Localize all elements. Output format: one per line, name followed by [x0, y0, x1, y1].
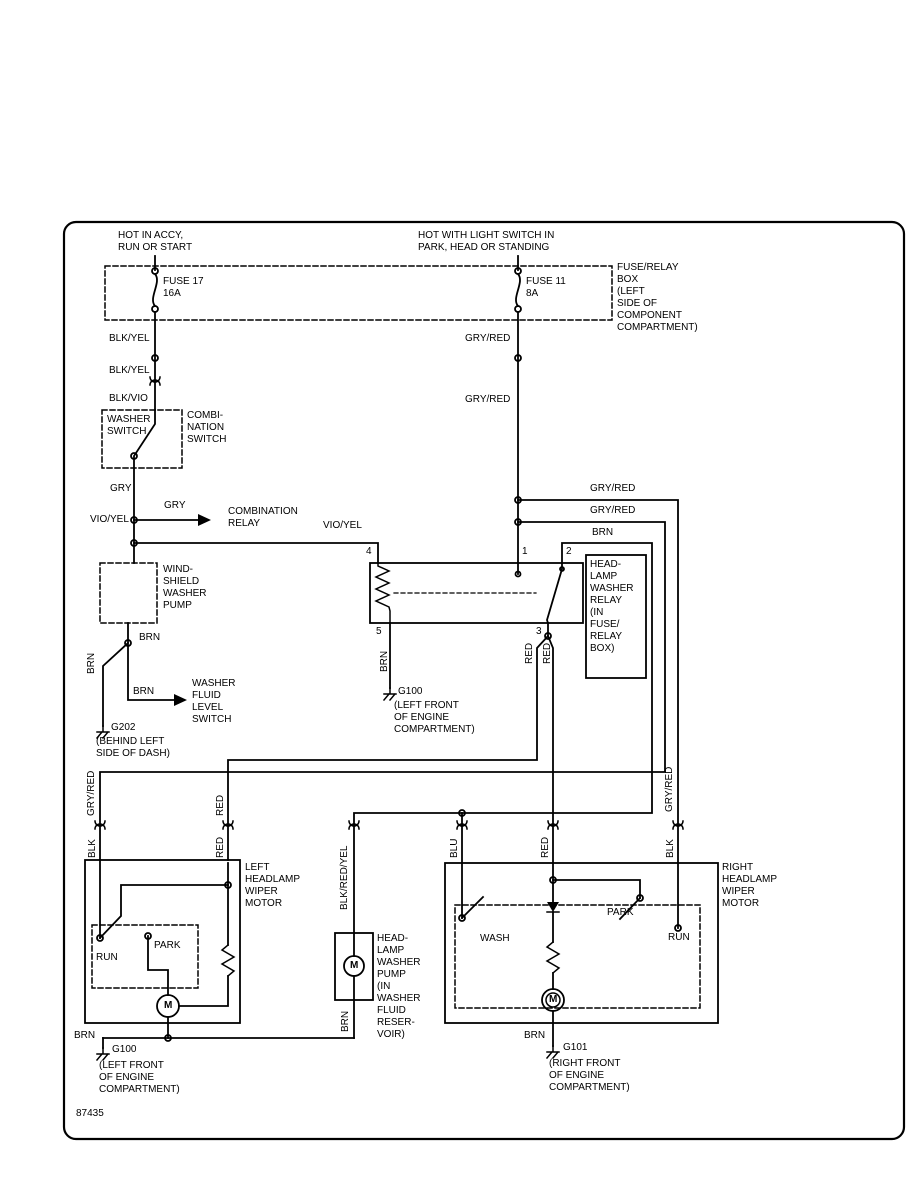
power-source-left-label: HOT IN ACCY, RUN OR START	[118, 230, 193, 253]
fuse-relay-box-outline	[104, 265, 613, 321]
g101-ground-icon	[546, 1045, 560, 1059]
relay-pin-3: 3	[536, 626, 542, 637]
headlamp-washer-pump-label: HEAD- LAMP WASHER PUMP (IN WASHER FLUID …	[377, 933, 421, 1040]
right-motor-park-label: PARK	[607, 907, 634, 918]
combination-switch-label: COMBI- NATION SWITCH	[187, 410, 227, 445]
fuse-11-label: FUSE 11 8A	[526, 276, 566, 299]
g100-mid-ground-icon	[383, 687, 397, 701]
headlamp-washer-relay-label: HEAD- LAMP WASHER RELAY (IN FUSE/ RELAY …	[590, 559, 634, 654]
relay-pin-2: 2	[566, 546, 572, 557]
left-motor-run-label: RUN	[96, 952, 118, 963]
washer-switch-box	[101, 409, 183, 469]
left-motor-park-label: PARK	[154, 940, 181, 951]
pump-m-label: M	[350, 960, 359, 971]
right-motor-resistor	[545, 940, 561, 975]
wire-label-vio-yel-1: VIO/YEL	[90, 514, 129, 525]
relay-pin-1: 1	[522, 546, 528, 557]
wire-label-red-pin3-b: RED	[542, 642, 553, 664]
g101-name: G101	[563, 1042, 588, 1053]
wire-label-blk-red-yel: BLK/RED/YEL	[339, 845, 350, 910]
g202-name: G202	[111, 722, 136, 733]
wire-label-gry-red-right: GRY/RED	[664, 766, 675, 812]
wire-label-brn-level: BRN	[133, 686, 155, 697]
right-motor-run-label: RUN	[668, 932, 690, 943]
wire-label-blk-yel-2: BLK/YEL	[109, 365, 150, 376]
left-motor-resistor	[220, 943, 236, 978]
g100-mid-name: G100	[398, 686, 423, 697]
wire-label-blu: BLU	[449, 838, 460, 858]
wire-label-brn-pump: BRN	[340, 1010, 351, 1032]
g100-bottom-name: G100	[112, 1044, 137, 1055]
wire-label-brn-right-gnd: BRN	[524, 1030, 546, 1041]
right-motor-park-blade	[618, 896, 642, 921]
wire-label-red-left-upper: RED	[215, 794, 226, 816]
pump-internals	[343, 932, 365, 1001]
fuse-17-symbol	[151, 267, 159, 313]
wire-label-blk-right: BLK	[665, 839, 676, 858]
g202-location: (BEHIND LEFT SIDE OF DASH)	[96, 736, 170, 759]
wire-label-red-right: RED	[540, 836, 551, 858]
washer-switch-label: WASHER SWITCH	[107, 414, 151, 437]
right-wiper-motor-label: RIGHT HEADLAMP WIPER MOTOR	[722, 862, 778, 909]
left-motor-park-blade	[98, 884, 229, 940]
wire-label-blk-left: BLK	[87, 839, 98, 858]
right-motor-internals	[460, 862, 679, 1047]
relay-label-box	[585, 554, 647, 679]
wire-label-blk-yel-1: BLK/YEL	[109, 333, 150, 344]
wire-label-blk-vio: BLK/VIO	[109, 393, 148, 404]
wire-label-gry-1: GRY	[110, 483, 132, 494]
g100-bottom-ground-icon	[96, 1047, 110, 1061]
right-motor-m-label: M	[549, 994, 558, 1005]
left-motor-m-label: M	[164, 1000, 173, 1011]
fuse-relay-box-label: FUSE/RELAY BOX (LEFT SIDE OF COMPONENT C…	[617, 262, 698, 333]
wire-label-gry-red-3: GRY/RED	[590, 483, 636, 494]
relay-contact-blade	[546, 562, 563, 625]
g101-location: (RIGHT FRONT OF ENGINE COMPARTMENT)	[549, 1058, 630, 1093]
relay-pin-5: 5	[376, 626, 382, 637]
g100-mid-location: (LEFT FRONT OF ENGINE COMPARTMENT)	[394, 700, 475, 735]
left-wiper-motor-box	[84, 859, 241, 1024]
right-motor-wash-label: WASH	[480, 933, 510, 944]
windshield-washer-pump-label: WIND- SHIELD WASHER PUMP	[163, 564, 207, 611]
right-wiper-motor-box	[444, 862, 719, 1024]
drawing-number: 87435	[76, 1108, 104, 1119]
wire-label-vio-yel-2: VIO/YEL	[323, 520, 362, 531]
junction-dots	[96, 354, 682, 1042]
headlamp-washer-relay-box	[369, 562, 584, 624]
wire-label-red-left-lower: RED	[215, 836, 226, 858]
left-motor-internals	[98, 859, 355, 1049]
fuse-17-label: FUSE 17 16A	[163, 276, 204, 299]
wire-label-brn-g202: BRN	[86, 652, 97, 674]
right-motor-diode	[547, 902, 559, 912]
combination-relay-arrow-icon	[198, 514, 211, 526]
combination-relay-label: COMBINATION RELAY	[228, 506, 298, 529]
left-motor-switch-box	[91, 924, 199, 989]
relay-coil	[374, 562, 391, 624]
page-border	[62, 220, 906, 1141]
wire-label-brn-branch: BRN	[139, 632, 161, 643]
wire-label-gry-red-2: GRY/RED	[465, 394, 511, 405]
right-motor-switch-box	[454, 904, 701, 1009]
fuse-11-symbol	[514, 267, 522, 313]
wire-label-gry-red-4: GRY/RED	[590, 505, 636, 516]
power-source-right-label: HOT WITH LIGHT SWITCH IN PARK, HEAD OR S…	[418, 230, 555, 253]
g100-bottom-location: (LEFT FRONT OF ENGINE COMPARTMENT)	[99, 1060, 180, 1095]
wire-label-brn-relay: BRN	[592, 527, 614, 538]
wire-label-gry-red-1: GRY/RED	[465, 333, 511, 344]
left-wiper-motor-label: LEFT HEADLAMP WIPER MOTOR	[245, 862, 301, 909]
wire-label-gry-2: GRY	[164, 500, 186, 511]
wire-label-brn-pin5: BRN	[379, 650, 390, 672]
relay-internals	[374, 562, 563, 625]
washer-fluid-switch-arrow-icon	[174, 694, 187, 706]
wire-label-red-pin3-a: RED	[524, 642, 535, 664]
washer-fluid-level-switch-label: WASHER FLUID LEVEL SWITCH	[192, 678, 236, 725]
wire-label-gry-red-left: GRY/RED	[86, 770, 97, 816]
right-motor-wash-blade	[460, 895, 485, 920]
windshield-washer-pump-box	[99, 562, 158, 624]
wire-label-brn-left-gnd: BRN	[74, 1030, 96, 1041]
relay-pin-4: 4	[366, 546, 372, 557]
